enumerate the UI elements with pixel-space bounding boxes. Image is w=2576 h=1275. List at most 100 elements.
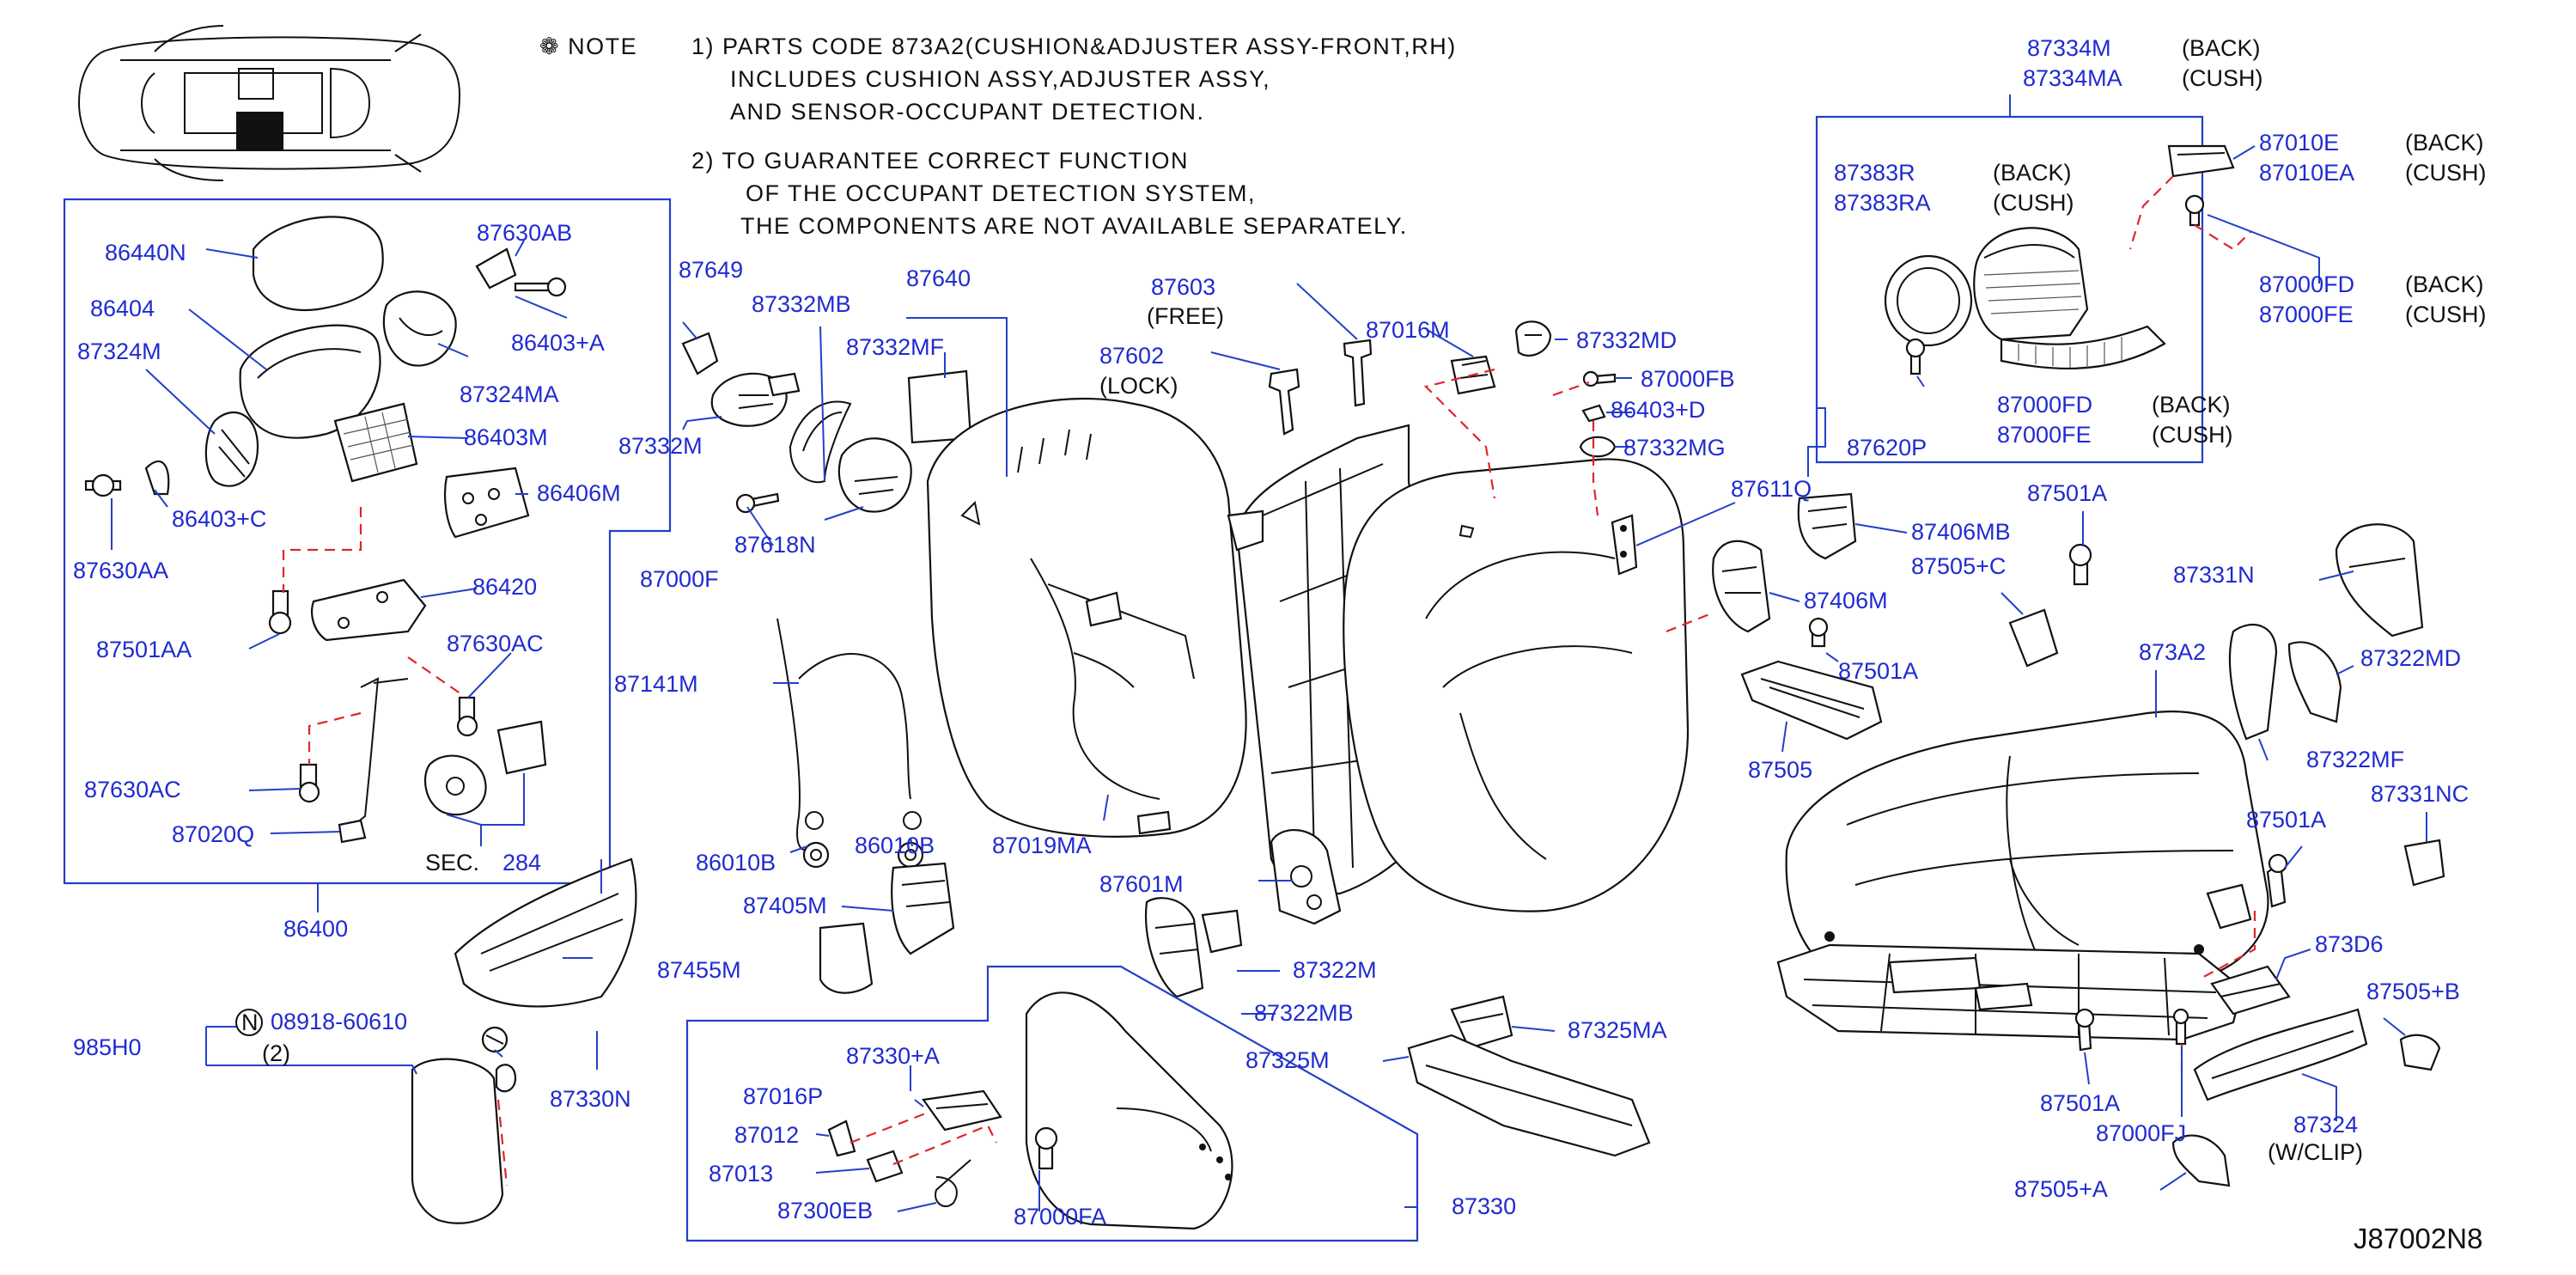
label-87332MB: 87332MB bbox=[752, 291, 851, 317]
label-87000FD-1: 87000FD bbox=[2259, 271, 2354, 297]
label-87602: 87602 bbox=[1099, 343, 1164, 369]
headrest-group bbox=[63, 198, 672, 912]
label-87322MF: 87322MF bbox=[2306, 747, 2404, 772]
label-87332MD: 87332MD bbox=[1576, 327, 1677, 353]
label-back-2: (BACK) bbox=[1993, 160, 2072, 186]
label-87405M: 87405M bbox=[743, 893, 827, 918]
label-87406MB: 87406MB bbox=[1911, 519, 2011, 545]
label-87630AC-right: 87630AC bbox=[447, 631, 544, 656]
label-87618N: 87618N bbox=[734, 532, 816, 558]
label-86404: 86404 bbox=[90, 296, 155, 321]
label-87324M: 87324M bbox=[77, 339, 161, 364]
label-87649: 87649 bbox=[679, 257, 743, 283]
label-wclip: (W/CLIP) bbox=[2268, 1139, 2363, 1165]
label-sec: SEC. bbox=[425, 850, 479, 875]
note-line-2b: OF THE OCCUPANT DETECTION SYSTEM, bbox=[746, 180, 1256, 206]
note-block: ❁ NOTE 1) PARTS CODE 873A2(CUSHION&ADJUS… bbox=[539, 34, 1457, 239]
label-86406M: 86406M bbox=[537, 480, 621, 506]
label-87620P: 87620P bbox=[1847, 435, 1927, 461]
label-cush-4: (CUSH) bbox=[2405, 302, 2487, 327]
label-873A2: 873A2 bbox=[2139, 639, 2206, 665]
label-87300EB: 87300EB bbox=[777, 1198, 873, 1223]
note-line-1: 1) PARTS CODE 873A2(CUSHION&ADJUSTER ASS… bbox=[691, 34, 1457, 59]
label-87505B: 87505+B bbox=[2366, 979, 2460, 1004]
label-87505A: 87505+A bbox=[2014, 1176, 2108, 1202]
label-back-1: (BACK) bbox=[2182, 35, 2261, 61]
label-87010E: 87010E bbox=[2259, 130, 2339, 156]
label-cush-2: (CUSH) bbox=[1993, 190, 2074, 216]
label-87630AA: 87630AA bbox=[73, 558, 168, 583]
label-87501AA: 87501AA bbox=[96, 637, 192, 662]
label-87332MG: 87332MG bbox=[1623, 435, 1726, 461]
label-87334MA: 87334MA bbox=[2023, 65, 2122, 91]
label-87322MD: 87322MD bbox=[2360, 645, 2461, 671]
label-87322MB: 87322MB bbox=[1254, 1000, 1354, 1026]
car-locator-icon bbox=[77, 25, 461, 181]
label-back-3: (BACK) bbox=[2405, 130, 2484, 156]
label-back-5: (BACK) bbox=[2152, 392, 2231, 418]
side-shield-group bbox=[205, 857, 1651, 1242]
label-87000FA: 87000FA bbox=[1014, 1204, 1106, 1229]
label-873D6: 873D6 bbox=[2315, 931, 2384, 957]
label-87331N: 87331N bbox=[2173, 562, 2255, 588]
note-line-1c: AND SENSOR-OCCUPANT DETECTION. bbox=[730, 99, 1205, 125]
label-87000FB: 87000FB bbox=[1641, 366, 1735, 392]
label-87325MA: 87325MA bbox=[1568, 1017, 1667, 1043]
label-87016P: 87016P bbox=[743, 1083, 823, 1109]
label-87000FE-2: 87000FE bbox=[1997, 422, 2092, 448]
label-87012: 87012 bbox=[734, 1122, 799, 1148]
label-87000FJ: 87000FJ bbox=[2096, 1120, 2186, 1146]
label-87324: 87324 bbox=[2293, 1112, 2358, 1138]
label-86403D: 86403+D bbox=[1611, 397, 1705, 423]
label-87324MA: 87324MA bbox=[460, 381, 559, 407]
label-cush-5: (CUSH) bbox=[2152, 422, 2233, 448]
seatback-frame-group bbox=[681, 283, 1826, 925]
label-qty-2: (2) bbox=[262, 1040, 290, 1066]
diagram-id: J87002N8 bbox=[2354, 1223, 2482, 1254]
sensor-inset-group bbox=[1815, 95, 2320, 464]
note-mark: ❁ NOTE bbox=[539, 34, 637, 59]
label-87010EA: 87010EA bbox=[2259, 160, 2354, 186]
label-87000FE-1: 87000FE bbox=[2259, 302, 2354, 327]
label-985H0: 985H0 bbox=[73, 1034, 142, 1060]
label-87332M: 87332M bbox=[618, 433, 703, 459]
label-87455M: 87455M bbox=[657, 957, 741, 983]
label-86403A: 86403+A bbox=[511, 330, 605, 356]
label-87383RA: 87383RA bbox=[1834, 190, 1931, 216]
label-87601M: 87601M bbox=[1099, 871, 1184, 897]
label-lock: (LOCK) bbox=[1099, 373, 1178, 399]
label-87501A-4: 87501A bbox=[2040, 1090, 2120, 1116]
label-87630AC-left: 87630AC bbox=[84, 777, 181, 802]
label-n-mark: N bbox=[241, 1010, 259, 1035]
label-87383R: 87383R bbox=[1834, 160, 1915, 186]
label-87640: 87640 bbox=[906, 265, 971, 291]
label-87330N: 87330N bbox=[550, 1086, 631, 1112]
label-sec-number: 284 bbox=[502, 850, 541, 875]
label-87000F: 87000F bbox=[640, 566, 719, 592]
label-86010B-right: 86010B bbox=[855, 833, 935, 858]
label-free: (FREE) bbox=[1147, 303, 1224, 329]
note-line-2c: THE COMPONENTS ARE NOT AVAILABLE SEPARAT… bbox=[740, 213, 1408, 239]
label-87330: 87330 bbox=[1452, 1193, 1516, 1219]
label-cush-1: (CUSH) bbox=[2182, 65, 2263, 91]
label-87013: 87013 bbox=[709, 1161, 773, 1187]
label-87020Q: 87020Q bbox=[172, 821, 254, 847]
note-line-1b: INCLUDES CUSHION ASSY,ADJUSTER ASSY, bbox=[730, 66, 1270, 92]
label-08918-60610: 08918-60610 bbox=[271, 1009, 407, 1034]
label-87611Q: 87611Q bbox=[1731, 476, 1812, 502]
label-87016M: 87016M bbox=[1366, 317, 1450, 343]
label-87630AB: 87630AB bbox=[477, 220, 572, 246]
label-back-4: (BACK) bbox=[2405, 271, 2484, 297]
label-87334M: 87334M bbox=[2027, 35, 2111, 61]
label-87406M: 87406M bbox=[1804, 588, 1888, 613]
cushion-adjuster-group bbox=[1776, 670, 2441, 1191]
label-87501A-2: 87501A bbox=[2027, 480, 2107, 506]
label-87332MF: 87332MF bbox=[846, 334, 944, 360]
label-87603: 87603 bbox=[1151, 274, 1215, 300]
label-87505C: 87505+C bbox=[1911, 553, 2006, 579]
label-87141M: 87141M bbox=[614, 671, 698, 697]
label-87501A-3: 87501A bbox=[2246, 807, 2326, 833]
label-87325M: 87325M bbox=[1245, 1047, 1330, 1073]
label-87000FD-2: 87000FD bbox=[1997, 392, 2092, 418]
